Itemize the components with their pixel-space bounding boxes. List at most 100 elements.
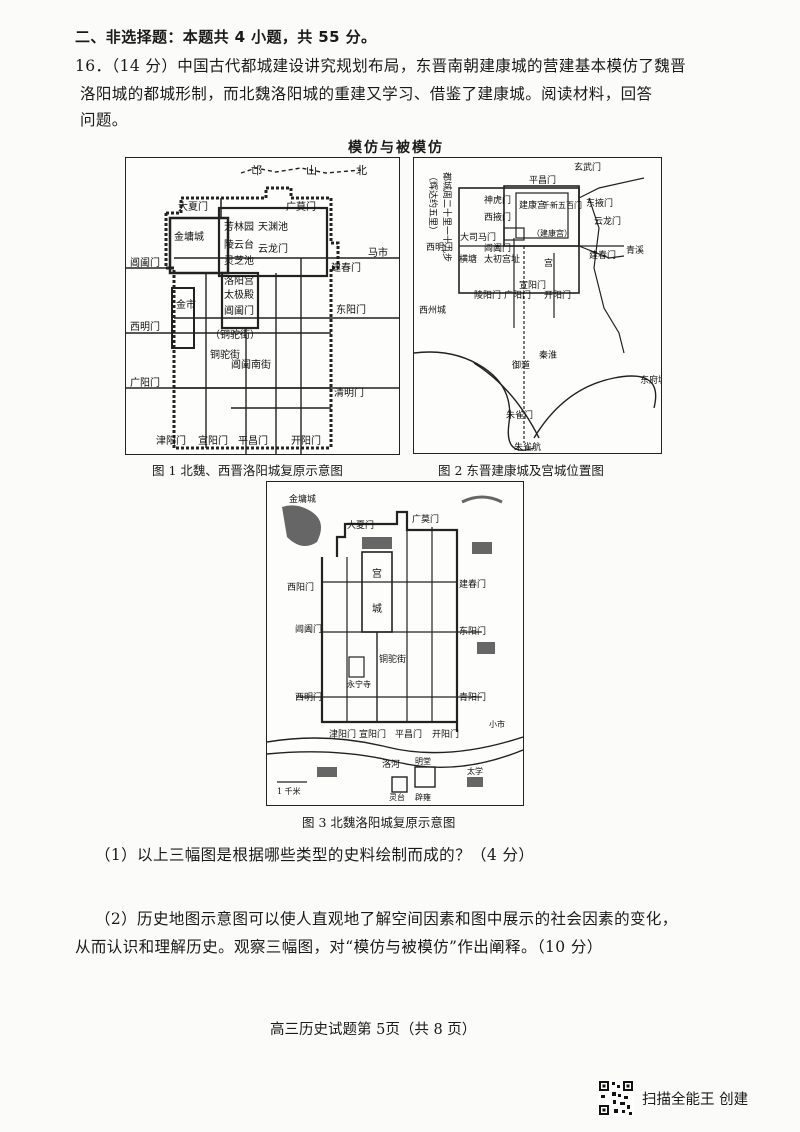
fig3-label-cheng: 城 <box>372 603 382 615</box>
fig3-label-ximing: 西明门 <box>295 691 322 703</box>
fig2-caption: 图 2 东晋建康城及宫城位置图 <box>438 463 604 478</box>
fig2-label-duchengwei2: （辉达约五里） <box>427 172 439 235</box>
fig1-label-fanglin: 芳林园 <box>224 220 254 233</box>
fig3-label-taixue: 太学 <box>467 766 483 776</box>
fig1-label-changhe: 阊阖门 <box>224 304 254 317</box>
question-text-line-2: 洛阳城的都城形制，而北魏洛阳城的重建又学习、借鉴了建康城。阅读材料，回答 <box>80 85 653 103</box>
fig2-label-lingyun: 陵阳门 <box>474 289 501 301</box>
fig2-label-guangyang: 广阳门 <box>504 289 531 301</box>
fig2-label-ximing: 西明门 <box>426 241 453 253</box>
fig3-label-lingtai: 灵台 <box>389 792 405 802</box>
fig1-label-qingming: 清明门 <box>334 386 364 399</box>
fig3-label-pingchang: 平昌门 <box>395 728 422 740</box>
fig1-label-mang: 邙 <box>251 163 262 177</box>
fig3-label-jinyang: 津阳门 <box>329 728 356 740</box>
fig1-label-mashi: 马市 <box>368 246 388 259</box>
fig2-label-yudao: 御道 <box>512 359 530 371</box>
fig1-label-ximing: 西明门 <box>130 320 160 333</box>
fig3-label-tongtuo: 铜驼街 <box>379 653 406 665</box>
fig3-label-daxia: 大夏门 <box>347 519 374 531</box>
fig1-label-jinyong: 金墉城 <box>174 230 204 243</box>
question-2-line-1: （2）历史地图示意图可以使人直观地了解空间因素和图中展示的社会因素的变化， <box>95 910 678 928</box>
fig3-label-mingtang: 明堂 <box>415 756 431 766</box>
fig3-label-xiyang: 西阳门 <box>287 581 314 593</box>
fig2-label-zhuquehang: 朱雀航 <box>514 441 541 453</box>
fig2-label-zhuque: 朱雀门 <box>506 409 533 421</box>
fig3-label-luohe: 洛河 <box>382 758 400 770</box>
qr-code-icon <box>598 1080 634 1116</box>
figure-title: 模仿与被模仿 <box>348 140 444 156</box>
fig1-label-pingchang: 平昌门 <box>238 434 268 447</box>
fig2-label-duchengwei: 都城周二十里一十九步 <box>441 172 453 262</box>
fig3-label-dongyang: 东阳门 <box>459 625 486 637</box>
fig3-label-qingyang: 青阳门 <box>459 691 486 703</box>
fig1-label-bei: 北 <box>356 164 367 177</box>
fig1-label-daxia: 大夏门 <box>178 200 208 213</box>
fig2-label-dongfu: 东府城 <box>640 374 661 386</box>
fig2-label-xuanyang: 宣阳门 <box>519 279 546 291</box>
fig1-label-tuo: （铜驼街） <box>210 328 260 341</box>
fig2-label-hengtang: 横塘 <box>459 253 477 265</box>
fig2-label-dasima: 大司马门 <box>460 231 496 243</box>
fig2-label-qianxin: 千新五百门 <box>542 200 582 210</box>
fig3-label-jinyong: 金墉城 <box>289 493 316 505</box>
fig2-label-qinhuai: 秦淮 <box>539 349 557 361</box>
fig1-label-guangyang: 广阳门 <box>130 376 160 389</box>
question-1: （1）以上三幅图是根据哪些类型的史料绘制而成的？（4 分） <box>95 846 535 864</box>
fig2-label-shenhu: 神虎门 <box>484 194 511 206</box>
question-text-line-1: 16．（14 分）中国古代都城建设讲究规划布局，东晋南朝建康城的营建基本模仿了魏… <box>75 57 687 75</box>
fig1-label-changhe-street: 阊阖南街 <box>231 358 271 371</box>
fig1-label-dongyang: 东阳门 <box>336 303 366 316</box>
fig1-label-xuanyang: 宣阳门 <box>198 434 228 447</box>
fig3-label-guangmo: 广莫门 <box>412 513 439 525</box>
fig2-label-taichu: 太初宫址 <box>484 253 520 265</box>
fig2-map: 都城周二十里一十九步 （辉达约五里） 玄武门 平昌门 建康宫 千新五百门 神虎门… <box>413 157 662 454</box>
question-2-line-2: 从而认识和理解历史。观察三幅图，对“模仿与被模仿”作出阐释。（10 分） <box>75 938 603 956</box>
fig3-label-gong: 宫 <box>372 567 382 580</box>
fig1-label-lingyun: 陵云台 <box>224 238 254 251</box>
fig3-label-changhe: 阊阖门 <box>295 623 322 635</box>
fig1-label-jianchun: 建春门 <box>331 261 361 274</box>
fig2-label-qingxi: 青溪 <box>626 244 644 256</box>
page-footer: 高三历史试题第 5页（共 8 页） <box>270 1022 477 1038</box>
fig1-label-luoyang: 洛阳宫 <box>224 274 254 287</box>
fig2-label-jiankang-gong: （建康宫） <box>532 228 572 238</box>
fig2-label-yunlong: 云龙门 <box>594 215 621 227</box>
fig1-label-tongtuo: 铜驼街 <box>210 348 240 361</box>
fig3-map: 金墉城 大夏门 广莫门 宫 城 建春门 东阳门 西阳门 阊阖门 西明门 铜驼街 … <box>266 481 524 806</box>
fig3-caption: 图 3 北魏洛阳城复原示意图 <box>302 815 456 830</box>
fig2-label-xinggong: 建康宫 <box>519 199 546 211</box>
fig1-label-shan: 山 <box>306 164 317 177</box>
fig1-label-lingzhi: 灵芝池 <box>224 254 254 267</box>
fig1-label-yunlong: 云龙门 <box>258 242 288 255</box>
fig3-label-biyong: 辟雍 <box>415 792 431 802</box>
fig1-label-taiji: 太极殿 <box>224 288 254 301</box>
fig3-label-yongning: 永宁寺 <box>347 679 371 689</box>
fig1-caption: 图 1 北魏、西晋洛阳城复原示意图 <box>152 463 343 478</box>
fig2-label-changhe: 阊阖门 <box>484 242 511 254</box>
fig1-label-jinshi: 金市 <box>176 298 196 311</box>
badge-text: 扫描全能王 创建 <box>642 1091 749 1108</box>
fig2-label-gong: 宫 <box>544 257 553 269</box>
fig1-label-jinyang: 津阳门 <box>156 434 186 447</box>
fig1-label-kaiyang: 开阳门 <box>291 434 321 447</box>
fig3-label-jianchun: 建春门 <box>459 578 486 590</box>
fig3-label-xiaoshi: 小市 <box>489 719 505 729</box>
fig2-label-xuanwu: 玄武门 <box>574 161 601 173</box>
fig1-label-changhe-west: 阊阖门 <box>130 256 160 269</box>
fig3-label-kaiyang: 开阳门 <box>432 728 459 740</box>
fig2-label-pingchang: 平昌门 <box>529 174 556 186</box>
fig2-label-kaiyang: 开阳门 <box>544 289 571 301</box>
fig1-label-guangmo: 广莫门 <box>286 200 316 213</box>
fig3-label-xuanyang: 宣阳门 <box>359 728 386 740</box>
question-text-line-3: 问题。 <box>80 111 128 129</box>
fig1-label-tianyuan: 天渊池 <box>258 220 288 233</box>
fig2-label-xiye: 西掖门 <box>484 211 511 223</box>
fig2-label-xizhou: 西州城 <box>419 305 446 316</box>
section-title: 二、非选择题：本题共 4 小题，共 55 分。 <box>75 28 377 46</box>
fig3-label-scale: 1 千米 <box>277 786 301 796</box>
fig2-label-jianchun: 建春门 <box>589 249 616 261</box>
scanner-badge: 扫描全能王 创建 <box>598 1080 748 1116</box>
fig1-map: 邙 山 北 大夏门 广莫门 金墉城 芳林园 天渊池 陵云台 灵芝池 云龙门 洛阳… <box>125 157 400 455</box>
fig2-label-dongye: 东掖门 <box>586 197 613 209</box>
